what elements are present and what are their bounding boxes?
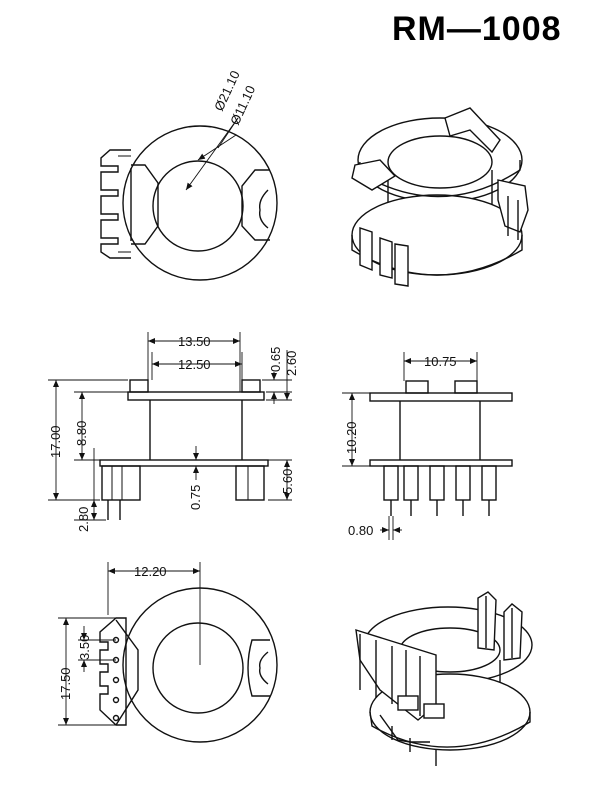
isometric-view-top — [351, 107, 529, 287]
top-inner-width-label: 12.50 — [178, 357, 211, 372]
top-view — [100, 117, 278, 281]
inner-circle — [152, 160, 244, 252]
side-view — [342, 352, 513, 540]
pin-length-label: 2.80 — [76, 507, 91, 532]
front-view — [48, 332, 292, 521]
pin-pitch-label: 3.50 — [77, 635, 92, 660]
side-width-label: 10.75 — [424, 354, 457, 369]
side-height-label: 10.20 — [344, 421, 359, 454]
bottom-depth-label: 12.20 — [134, 564, 167, 579]
post-height-label: 2.60 — [284, 351, 299, 376]
pin-diameter-label: 0.80 — [348, 523, 373, 538]
total-height-label: 17.00 — [48, 425, 63, 458]
post-offset-label: 0.65 — [268, 347, 283, 372]
lower-height-label: 5.60 — [280, 469, 295, 494]
bottom-height-label: 17.50 — [58, 667, 73, 700]
top-outer-width-label: 13.50 — [178, 334, 211, 349]
flange-thickness-label: 0.75 — [188, 485, 203, 510]
isometric-view-bottom — [355, 591, 533, 766]
outer-circle — [122, 125, 278, 281]
upper-height-label: 8.80 — [74, 421, 89, 446]
model-title: RM—1008 — [392, 10, 562, 48]
bottom-view — [58, 562, 278, 743]
